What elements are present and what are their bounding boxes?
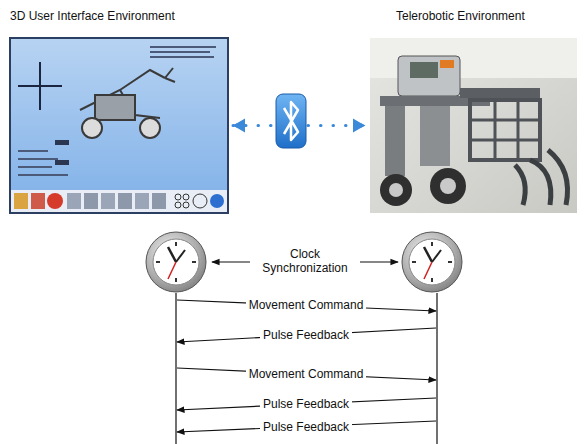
timeline xyxy=(436,293,437,444)
bluetooth-icon xyxy=(276,94,306,148)
arrow-head xyxy=(353,119,365,133)
panel-heading: 3D User Interface Environment xyxy=(10,9,175,23)
ui-toolbar xyxy=(11,190,227,212)
environment-panel: Telerobotic Environment xyxy=(370,38,577,213)
clock-icon xyxy=(402,232,462,292)
sync-label: Clock Synchronization xyxy=(250,247,360,275)
timeline xyxy=(175,293,176,444)
lego-robot xyxy=(380,56,568,206)
message-label: Movement Command xyxy=(246,298,367,312)
arrow-head xyxy=(233,119,245,133)
message-label: Pulse Feedback xyxy=(260,397,352,411)
message-label: Movement Command xyxy=(246,367,367,381)
clock-icon xyxy=(146,232,206,292)
robot-photo xyxy=(370,38,577,213)
environment-panel: 3D User Interface Environment xyxy=(10,38,228,213)
panel-heading: Telerobotic Environment xyxy=(396,9,525,23)
robot-model xyxy=(80,68,175,138)
message-label: Pulse Feedback xyxy=(260,328,352,342)
message-label: Pulse Feedback xyxy=(260,420,352,434)
message-arrows xyxy=(177,300,436,432)
ui-screenshot xyxy=(10,38,228,213)
ui-text-lines xyxy=(18,46,216,176)
